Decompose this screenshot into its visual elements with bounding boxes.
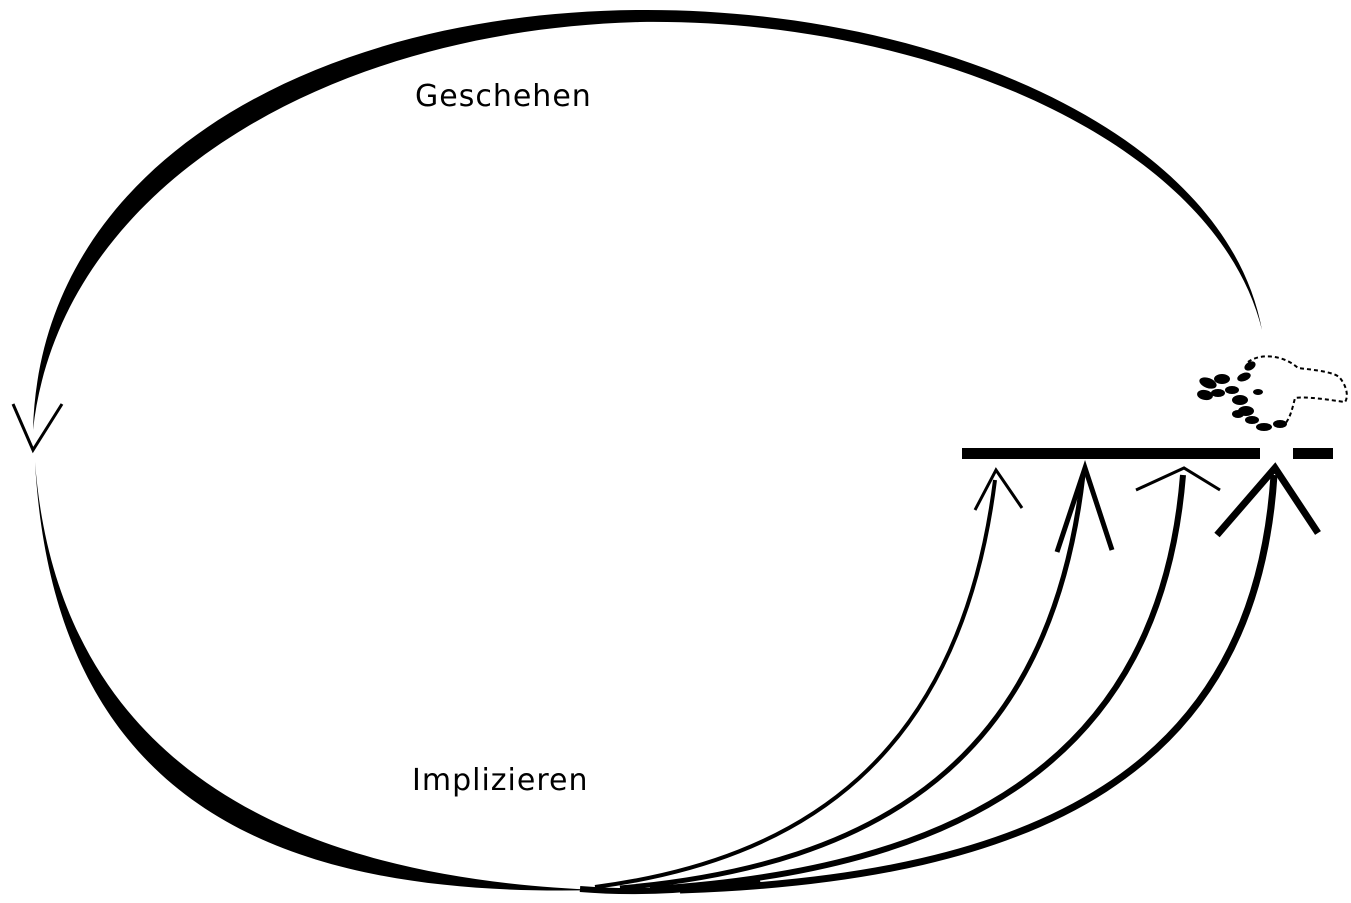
arc-to-arrow-1 [594,479,997,889]
arrowhead-3-icon [1135,466,1221,492]
arc-to-arrow-4 [679,474,1278,894]
arrowhead-1-icon [973,467,1024,511]
arc-to-arrow-2 [619,474,1086,891]
horizontal-bar-end [1293,448,1333,459]
arrowhead-2-icon [1054,460,1115,553]
top-label: Geschehen [415,79,592,114]
left-arrowhead-icon [11,403,64,454]
bottom-label: Implizieren [412,763,588,798]
arc-to-arrow-3 [649,474,1186,892]
horizontal-bar-main [962,448,1260,459]
top-arc [33,9,1262,430]
dotted-cloud-shape-icon [1197,355,1348,431]
arrowhead-4-icon [1214,462,1321,538]
bottom-left-arc [35,462,600,891]
